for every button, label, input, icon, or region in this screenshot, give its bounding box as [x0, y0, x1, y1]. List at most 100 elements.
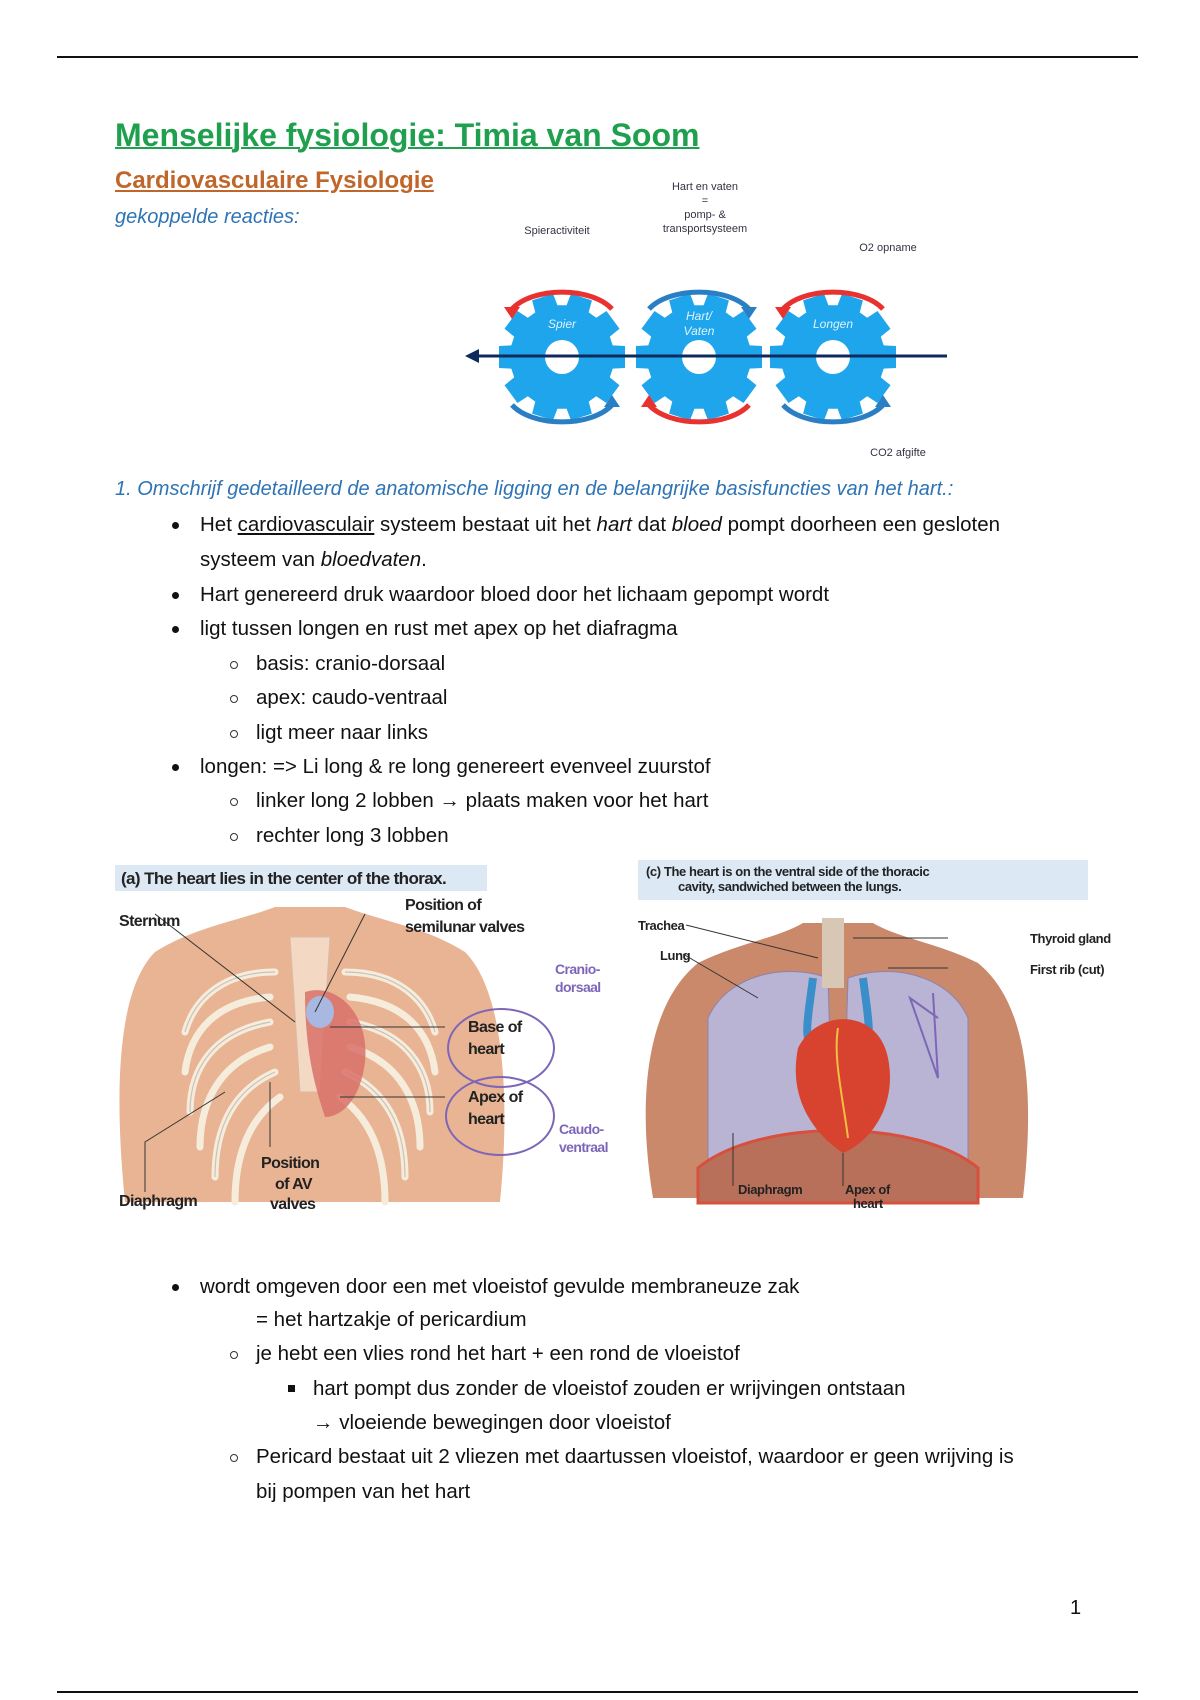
figure-a-thorax: (a) The heart lies in the center of the …: [115, 862, 625, 1218]
cycle-arrow-arc: [647, 403, 751, 425]
cycle-arrow-head: [604, 395, 620, 407]
label-base-1: Base of: [468, 1019, 522, 1036]
label-lung: Lung: [660, 948, 691, 963]
label-first-rib: First rib (cut): [1030, 962, 1105, 977]
sub-bullet-text: basis: cranio-dorsaal: [256, 652, 446, 675]
figure-c-ventral: (c) The heart is on the ventral side of …: [638, 858, 1128, 1218]
sub-bullet-continuation: bij pompen van het hart: [256, 1480, 471, 1503]
cycle-arrow-arc: [510, 289, 614, 311]
gear-top-label-1: Hart en vaten: [672, 181, 738, 193]
label-av-1: Position: [261, 1155, 320, 1172]
bullet: [172, 1284, 179, 1291]
flow-arrow-head: [465, 349, 479, 363]
label-apex-2: heart: [468, 1111, 505, 1128]
cycle-arrow-head: [741, 307, 757, 319]
text-italic: bloed: [671, 513, 722, 536]
cycle-arrow-arc: [781, 403, 885, 425]
bullet-text: ligt tussen longen en rust met apex op h…: [200, 617, 678, 640]
bullet-text: Hart genereerd druk waardoor bloed door …: [200, 583, 830, 606]
sub-bullet: [230, 695, 238, 703]
apex-circle: [445, 1076, 555, 1156]
text: dat: [631, 513, 672, 536]
sub-bullet: [230, 798, 238, 806]
gear-label-spier: Spier: [548, 317, 577, 331]
ventral-illustration: [645, 918, 1029, 1205]
text: systeem van: [200, 548, 321, 571]
sub-bullet: [230, 1454, 238, 1462]
top-rule: [57, 56, 1138, 58]
figure-a-caption-bar: [115, 865, 487, 891]
cycle-arrow-arc: [781, 289, 885, 311]
sub-bullet: [230, 1351, 238, 1359]
sub-bullet-text: ligt meer naar links: [256, 721, 429, 744]
label-thyroid: Thyroid gland: [1030, 931, 1111, 946]
text: .: [421, 548, 427, 571]
question-heading: 1. Omschrijf gedetailleerd de anatomisch…: [115, 478, 954, 500]
label-sternum: Sternum: [119, 913, 180, 930]
cycle-arrow-arc: [647, 289, 751, 311]
label-diaphragm: Diaphragm: [738, 1182, 803, 1197]
label-apex-2: heart: [853, 1196, 883, 1211]
label-trachea: Trachea: [638, 918, 685, 933]
text: Het: [200, 513, 238, 536]
label-base-2: heart: [468, 1041, 505, 1058]
text: systeem bestaat uit het: [374, 513, 597, 536]
bullet: [172, 764, 179, 771]
gear-left-label: Spieractiviteit: [524, 225, 589, 237]
label-apex-1: Apex of: [468, 1089, 523, 1106]
sub-bullet: [230, 730, 238, 738]
sub-bullet-text: rechter long 3 lobben: [256, 824, 449, 847]
gear-top-label-2: =: [702, 195, 708, 207]
figure-a-caption: (a) The heart lies in the center of the …: [121, 869, 447, 888]
label-av-3: valves: [270, 1196, 316, 1213]
figure-c-caption-2: cavity, sandwiched between the lungs.: [678, 879, 902, 894]
sub-sub-bullet-continuation: → vloeiende bewegingen door vloeistof: [313, 1411, 671, 1434]
sub-bullet: [230, 833, 238, 841]
gear-top-label-4: transportsysteem: [663, 223, 747, 235]
sub-bullet-text: apex: caudo-ventraal: [256, 686, 448, 709]
bullet-continuation: = het hartzakje of pericardium: [256, 1308, 527, 1331]
thorax-illustration: [119, 907, 505, 1206]
bullet: [172, 626, 179, 633]
sub-bullet-text: je hebt een vlies rond het hart + een ro…: [256, 1342, 740, 1365]
text: pompt doorheen een gesloten: [721, 513, 1001, 536]
gear-label-hart: Hart/: [686, 309, 714, 323]
page-title: Menselijke fysiologie: Timia van Soom: [115, 117, 700, 153]
sub-sub-bullet-text: hart pompt dus zonder de vloeistof zoude…: [313, 1377, 906, 1400]
square-bullet: [288, 1385, 295, 1392]
label-cranio-2: dorsaal: [555, 979, 601, 995]
sub-bullet-text: linker long 2 lobben → plaats maken voor…: [256, 789, 709, 812]
bullet: [172, 522, 179, 529]
label-cranio-1: Cranio-: [555, 961, 600, 977]
label-av-2: of AV: [275, 1176, 313, 1193]
bottom-rule: [57, 1691, 1138, 1693]
gear-right-top-label: O2 opname: [859, 242, 916, 254]
label-diaphragm: Diaphragm: [119, 1193, 198, 1210]
gear-top-label-3: pomp- &: [684, 209, 726, 221]
bullet-text-cardiovasculair: Het cardiovasculair systeem bestaat uit …: [200, 512, 1000, 538]
gear-label-longen: Longen: [813, 317, 853, 331]
sub-bullet-text: Pericard bestaat uit 2 vliezen met daart…: [256, 1445, 1014, 1468]
text-underlined: cardiovasculair: [237, 513, 375, 536]
gear-label-vaten: Vaten: [684, 324, 715, 338]
bullet-text: wordt omgeven door een met vloeistof gev…: [200, 1275, 800, 1298]
bullet-text-continuation: systeem van bloedvaten.: [200, 547, 427, 573]
cycle-arrow-head: [504, 307, 520, 319]
text-italic: bloedvaten: [320, 548, 422, 571]
gear-diagram: Hart en vaten = pomp- & transportsysteem…: [465, 181, 947, 459]
cycle-arrow-arc: [510, 403, 614, 425]
label-semilunar-2: semilunar valves: [405, 919, 525, 936]
label-caudo-1: Caudo-: [559, 1121, 604, 1137]
bullet-text: longen: => Li long & re long genereert e…: [200, 755, 711, 778]
section-title: Cardiovasculaire Fysiologie: [115, 167, 434, 194]
bullet: [172, 592, 179, 599]
label-apex-1: Apex of: [845, 1182, 890, 1197]
cycle-arrow-head: [775, 307, 791, 319]
sub-bullet: [230, 661, 238, 669]
cycle-arrow-head: [641, 395, 657, 407]
page-number: 1: [1070, 1597, 1082, 1619]
label-caudo-2: ventraal: [559, 1139, 609, 1155]
label-semilunar-1: Position of: [405, 897, 482, 914]
figure-c-caption-1: (c) The heart is on the ventral side of …: [646, 864, 930, 879]
subsection-heading: gekoppelde reacties:: [115, 206, 300, 228]
